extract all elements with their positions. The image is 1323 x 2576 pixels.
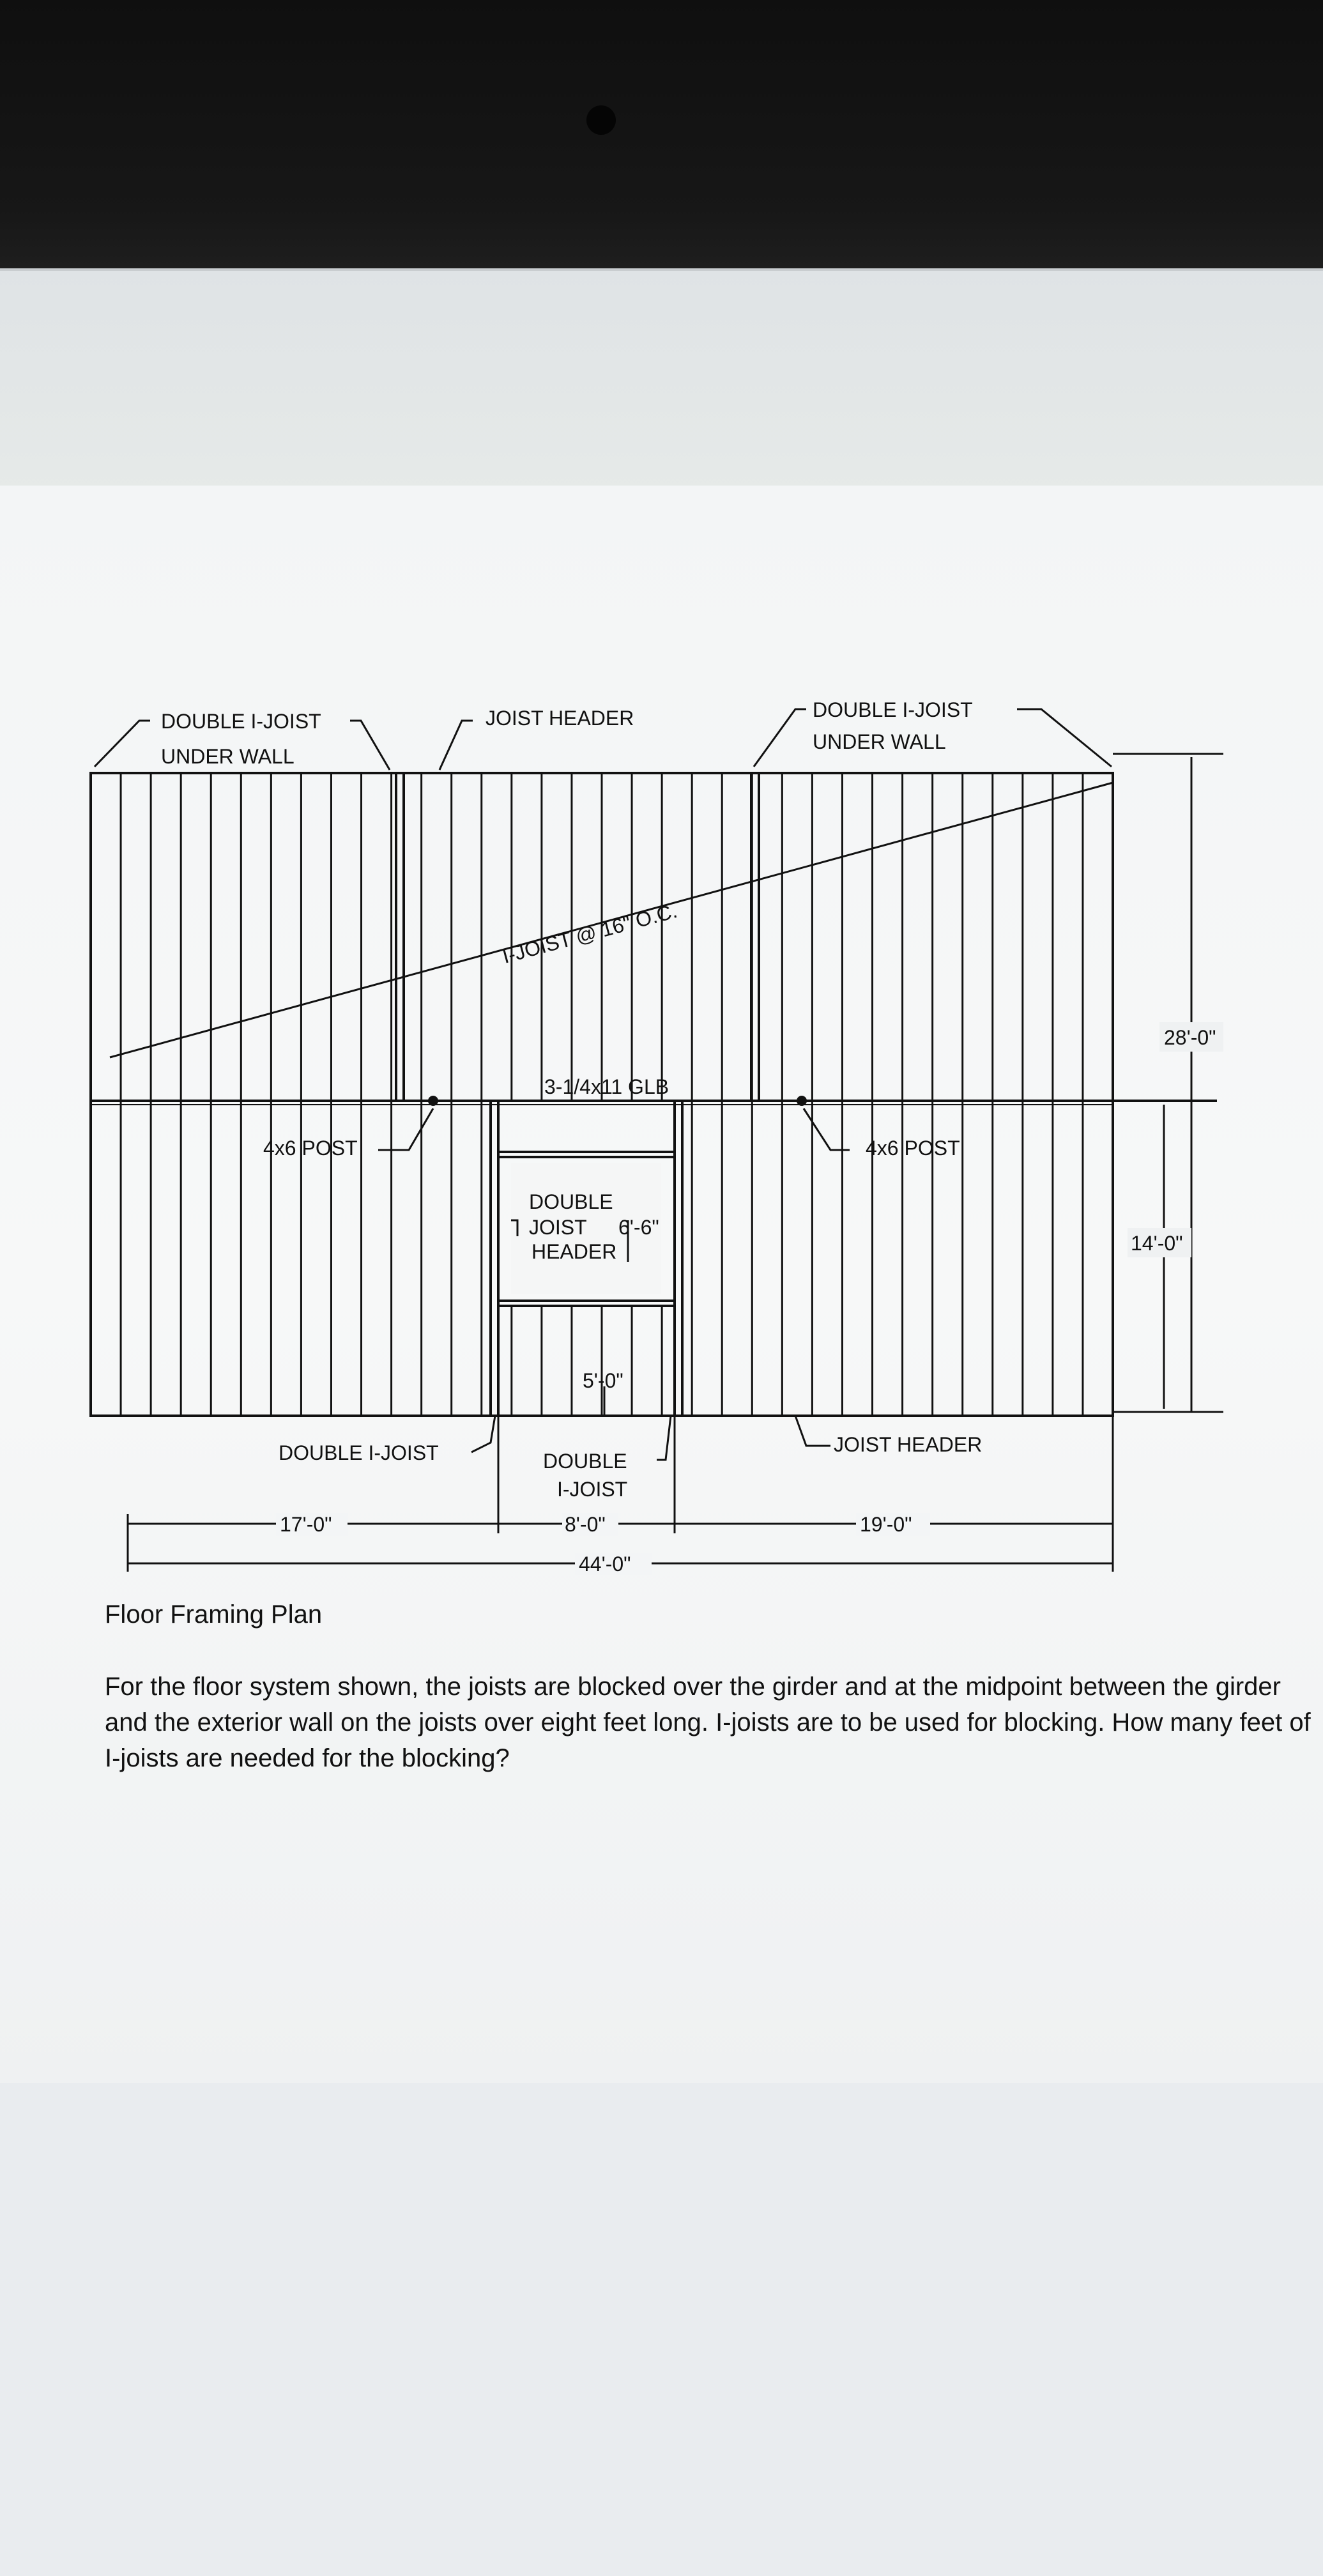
double-ijoist-right: [750, 773, 760, 1101]
label-header-span: 6'-6": [618, 1216, 659, 1239]
svg-text:I-JOIST: I-JOIST: [557, 1478, 627, 1501]
dim-mid-span: 8'-0": [565, 1513, 606, 1536]
label-joist-header-bottom: JOIST HEADER: [834, 1433, 982, 1456]
figure-caption: Floor Framing Plan: [105, 1600, 323, 1629]
leader-lines: [93, 708, 1112, 1461]
svg-text:DOUBLE: DOUBLE: [543, 1450, 627, 1473]
svg-text:UNDER WALL: UNDER WALL: [161, 745, 294, 768]
label-post-left: 4x6 POST: [263, 1137, 358, 1160]
dim-right-span: 19'-0": [860, 1513, 912, 1536]
dim-overall-length: 44'-0": [579, 1552, 631, 1575]
browser-top-area: [0, 268, 1323, 501]
label-post-right: 4x6 POST: [866, 1137, 960, 1160]
dimension-texts: 28'-0" 14'-0" 17'-0" 8'-0" 19'-0" 44'-0": [276, 1022, 1223, 1575]
label-girder: 3-1/4x11 GLB: [544, 1075, 669, 1098]
svg-text:UNDER WALL: UNDER WALL: [813, 730, 946, 753]
monitor-bezel: [0, 0, 1323, 300]
label-ijoist-spacing: I-JOIST @ 16" O.C.: [500, 899, 679, 968]
svg-text:JOIST: JOIST: [529, 1216, 587, 1239]
dim-half-depth: 14'-0": [1131, 1232, 1183, 1255]
label-joist-header-top: JOIST HEADER: [486, 707, 634, 730]
joist-lines: [119, 773, 1084, 1416]
label-double-ijoist-bottom-left: DOUBLE I-JOIST: [279, 1441, 439, 1464]
question-text: For the floor system shown, the joists a…: [105, 1673, 1311, 1772]
camera-icon: [586, 105, 616, 135]
label-double-ijoist-right: DOUBLE I-JOIST UNDER WALL: [813, 698, 973, 753]
label-double-ijoist-left: DOUBLE I-JOIST UNDER WALL: [161, 710, 321, 768]
label-opening-width: 5'-0": [583, 1369, 623, 1392]
svg-text:DOUBLE: DOUBLE: [529, 1190, 613, 1213]
label-double-joist-header: DOUBLE JOIST HEADER: [529, 1190, 616, 1263]
svg-text:HEADER: HEADER: [531, 1240, 616, 1263]
content-panel: [0, 486, 1323, 2083]
stair-opening: [489, 1100, 684, 1417]
svg-text:DOUBLE I-JOIST: DOUBLE I-JOIST: [161, 710, 321, 733]
double-ijoist-left: [395, 773, 405, 1101]
dim-overall-depth: 28'-0": [1164, 1026, 1216, 1049]
svg-text:DOUBLE I-JOIST: DOUBLE I-JOIST: [813, 698, 973, 721]
label-double-ijoist-bottom-mid: DOUBLE I-JOIST: [543, 1450, 627, 1501]
post-markers: [428, 1096, 807, 1106]
dim-left-span: 17'-0": [280, 1513, 332, 1536]
